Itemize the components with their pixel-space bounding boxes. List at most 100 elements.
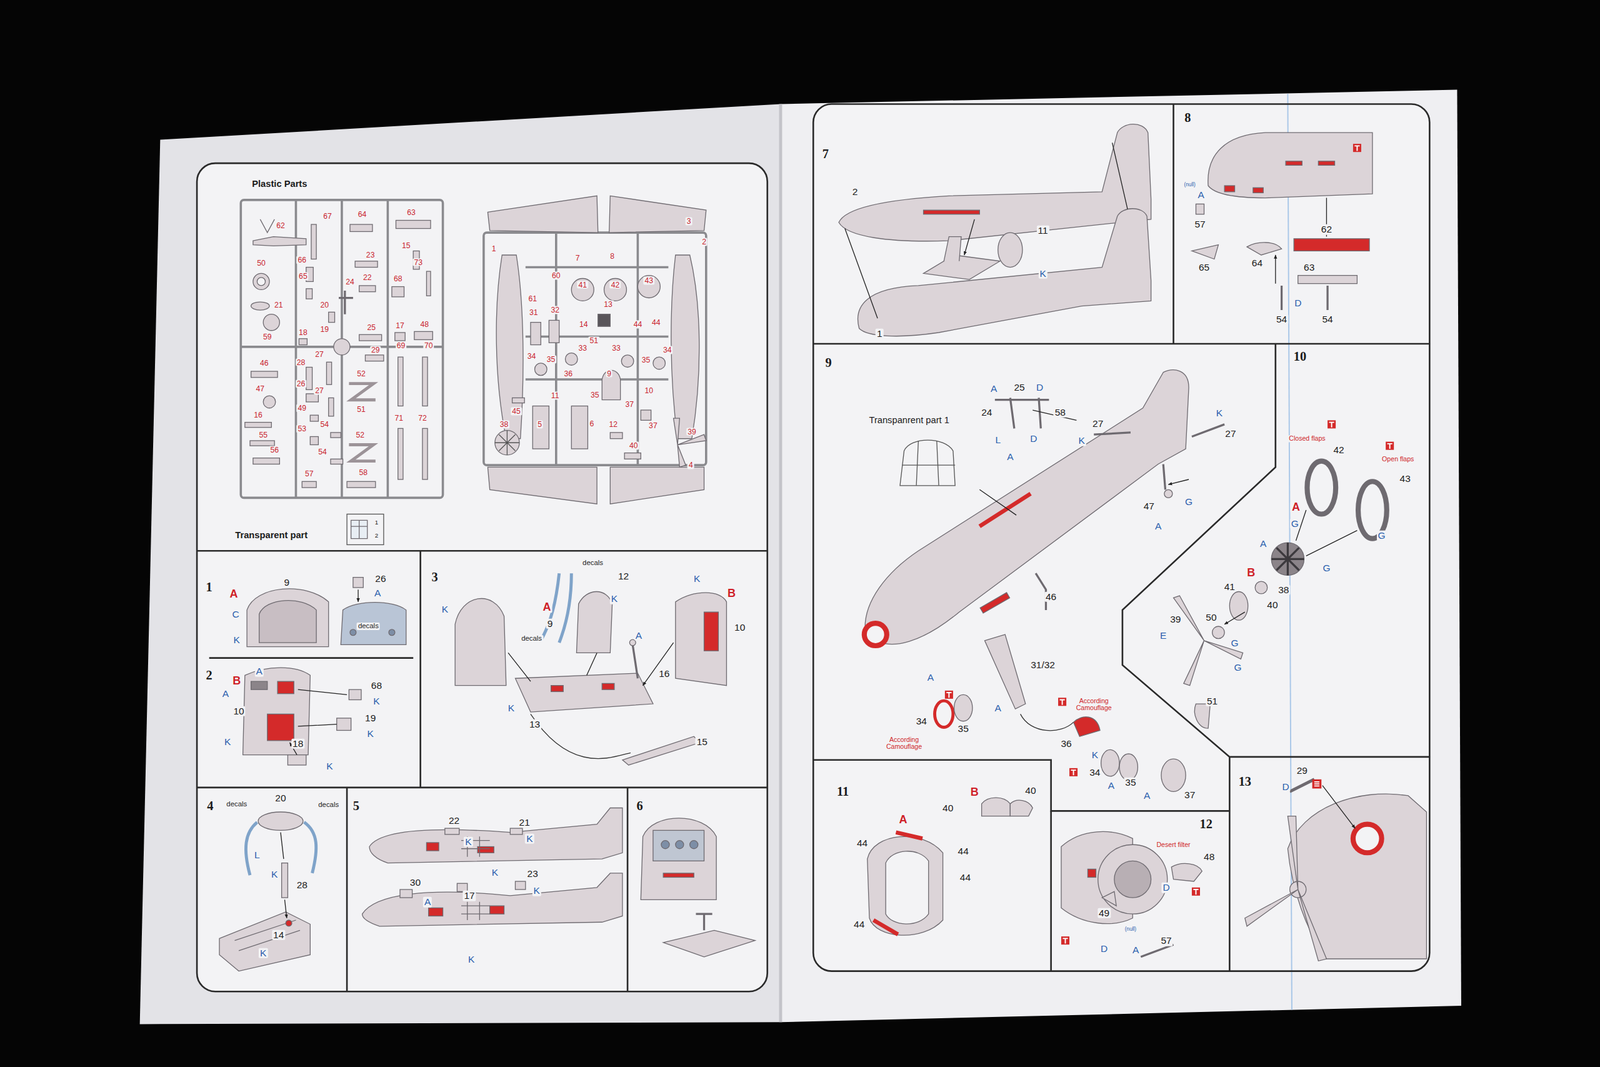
paint-icon [1312,779,1322,789]
note-text: Desert filter [1155,841,1192,849]
decal-note: decals [225,800,249,809]
sprue-part [610,432,623,439]
sprue-part [395,332,405,341]
callout-number: 57 [1159,935,1173,946]
sprue-part-number: 31 [528,308,540,317]
step-1-parts [246,588,329,647]
paint-code: D [1161,882,1172,893]
step-1-parts [340,602,406,645]
step-10-engine [1306,461,1336,515]
paint-code: A [1153,521,1163,532]
sprue-part [348,445,375,462]
step-3-parts [455,598,507,686]
sprue-part [535,363,548,376]
paint-code: K [258,948,268,959]
code-text: (null) [1123,926,1138,933]
step-6-parts [653,830,705,861]
step-6-parts [663,873,694,878]
step-9-aircraft [1093,424,1225,437]
step-9-aircraft [979,410,1189,515]
step-11-cowling [867,836,944,935]
step-6-parts [640,818,717,900]
sprue-part-number: 29 [370,346,382,355]
sprue-part-number: 35 [545,355,557,364]
paint-icon [1191,887,1200,896]
sprue-part-number: 44 [650,318,662,327]
paint-icon [1058,697,1067,706]
step-7-parts [838,124,1152,242]
paint-code: G [1321,563,1332,574]
callout-number: 16 [657,668,671,679]
callout-number: 23 [526,868,540,879]
sprue-part [610,466,704,504]
paint-icon [945,690,954,699]
paint-icon [1193,889,1199,895]
sprue-part [426,271,431,296]
sprue-part-number: 20 [318,301,330,310]
sprue-part-number: 67 [321,212,334,221]
step-panel: 7 [815,106,1172,342]
callout-number: 65 [1197,262,1211,273]
sprue-part-number: 38 [498,420,510,429]
step-9-aircraft [954,694,973,721]
paint-code: G [1290,518,1300,529]
sprue-part-number: 3 [685,217,693,226]
sprue-part-number: 23 [365,251,377,260]
paint-icon [1354,145,1360,151]
paint-code: A [1005,451,1015,462]
paint-icon [1191,887,1200,896]
sprue-part-number: 52 [355,430,367,439]
sprue-part-number: 34 [526,351,538,360]
step-13-aircraft [1245,779,1427,961]
sprue-part-number: 34 [661,346,674,355]
paint-step-code: B [1245,566,1257,579]
callout-number: 9 [282,577,291,588]
paint-code: K [440,604,450,615]
sprue-part-number: 36 [563,369,575,378]
step-8-parts [1253,187,1264,193]
paint-code: K [1076,435,1086,446]
panel-frame [1172,103,1175,344]
sprue-part-number: 11 [550,391,561,400]
callout-number: 47 [1142,501,1156,512]
sprue-part [422,356,428,406]
step-4-parts [281,863,289,898]
step-8-parts [1224,185,1235,192]
step-4-parts [258,811,304,830]
callout-number: 48 [1202,851,1216,862]
callout-number: 34 [1088,767,1102,778]
step-3-parts [675,592,727,686]
paint-step-code: B [969,785,980,798]
sprue-part-number: 27 [313,386,325,395]
step-number: 11 [836,785,849,799]
sprue-part [330,432,341,438]
step-11-cowling [867,797,1033,935]
step-9-aircraft [864,370,1225,792]
step-5-parts [369,807,623,863]
sprue-part-number: 17 [394,321,406,330]
paint-code: K [232,635,242,645]
step-11-cowling [873,832,923,935]
sprue-part [253,458,280,465]
paint-code: K [532,885,542,896]
callout-number: 49 [1097,908,1111,919]
sprue-part-number: 21 [273,301,285,310]
decal-note: decals [520,635,544,643]
callout-number: 62 [1320,224,1334,235]
sprue-part-number: 56 [268,446,280,455]
panel-frame [1228,756,1231,972]
step-10-engine [1173,595,1244,686]
paint-code: K [466,954,476,965]
step-7-parts [923,210,980,215]
callout-number: 12 [616,571,630,582]
paint-code: A [373,587,382,598]
step-5-parts [428,907,444,916]
paint-code: G [1229,637,1240,648]
callout-number: 68 [370,680,384,691]
paint-icon [945,690,954,699]
sprue-part [306,393,319,402]
sprue-part-number: 2 [700,238,708,247]
sprue-part [532,406,549,450]
step-panel: 6 [629,790,765,990]
sprue-part-number: 19 [318,325,330,334]
